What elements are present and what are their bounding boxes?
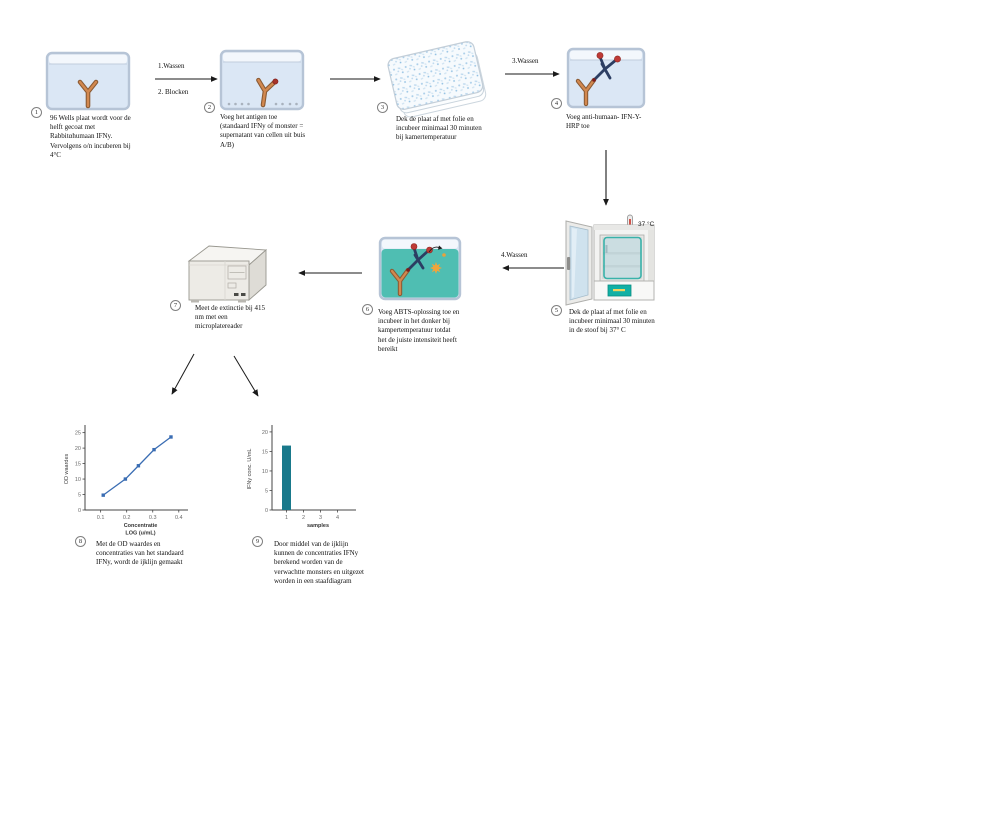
step-number: 7: [173, 302, 178, 309]
svg-text:15: 15: [262, 449, 268, 455]
step-badge-9: 9: [252, 536, 263, 547]
svg-text:5: 5: [78, 493, 81, 499]
incubator-body: [593, 224, 655, 301]
step-badge-8: 8: [75, 536, 86, 547]
arrow-step7-to-step8: [171, 353, 195, 395]
door-handle: [567, 257, 571, 270]
svg-text:0.3: 0.3: [149, 515, 157, 521]
svg-text:10: 10: [262, 469, 268, 475]
arrow-step4-to-step5: [603, 150, 609, 206]
incubator-illustration: [565, 214, 655, 306]
arrow-step1-to-step2: [155, 76, 218, 82]
calibration-line-chart: 0 5 10 15 20 25 0.1 0.2 0.3 0.4 OD waardesConcentr…: [64, 425, 188, 537]
step-caption-9: Door middel van de ijklijn kunnen de con…: [274, 540, 364, 585]
capture-antibody-icon: [389, 267, 411, 297]
step-caption-6: Voeg ABTS-oplossing toe en incubeer in h…: [378, 308, 460, 353]
temperature-label: 37 °C: [638, 221, 655, 228]
svg-text:5: 5: [265, 488, 268, 494]
svg-text:25: 25: [75, 431, 81, 437]
svg-text:0.2: 0.2: [123, 515, 131, 521]
step-number: 6: [365, 306, 370, 313]
antigen-icon: [272, 78, 279, 85]
coated-well-illustration: [45, 51, 131, 111]
step-number: 9: [255, 538, 260, 545]
svg-text:IFNy conc. U/mL: IFNy conc. U/mL: [247, 449, 253, 490]
hrp-antibody-icon: [592, 52, 621, 82]
svg-text:10: 10: [75, 477, 81, 483]
svg-text:LOG (u/mL): LOG (u/mL): [125, 531, 155, 537]
wash-label-1: 1.Wassen: [158, 62, 185, 70]
svg-text:samples: samples: [307, 523, 329, 529]
block-label: 2. Blocken: [158, 88, 189, 96]
step-badge-3: 3: [377, 102, 388, 113]
step-caption-1: 96 Wells plaat wordt voor de helft gecoa…: [50, 114, 131, 159]
samples-bar-chart: 0 5 10 15 20 1 2 3 4 IFNy conc. U/mL samples: [247, 425, 356, 529]
color-reaction: [428, 245, 446, 274]
hrp-antibody-icon: [406, 243, 433, 272]
svg-text:0: 0: [265, 508, 268, 514]
svg-text:20: 20: [75, 446, 81, 452]
bound-antigen-icon: [406, 268, 410, 272]
step-badge-4: 4: [551, 98, 562, 109]
svg-text:4: 4: [336, 515, 339, 521]
step-number: 8: [78, 538, 83, 545]
arrow-step6-to-step7: [298, 270, 362, 276]
step-number: 4: [554, 100, 559, 107]
step-number: 2: [207, 104, 212, 111]
svg-text:OD waardes: OD waardes: [64, 453, 70, 484]
reader-button: [234, 293, 239, 296]
svg-text:0: 0: [78, 508, 81, 514]
svg-text:3: 3: [319, 515, 322, 521]
hrp-enzyme-icon: [410, 243, 418, 250]
inner-glass-door: [603, 236, 642, 280]
svg-text:1: 1: [285, 515, 288, 521]
svg-text:20: 20: [262, 430, 268, 436]
step-caption-7: Meet de extinctie bij 415 nm met een mic…: [195, 304, 265, 331]
hrp-enzyme-icon: [614, 55, 621, 63]
step-badge-5: 5: [551, 305, 562, 316]
reader-panel: [227, 265, 247, 280]
step-badge-2: 2: [204, 102, 215, 113]
step-caption-3: Dek de plaat af met folie en incubeer mi…: [396, 115, 482, 142]
blocking-dots: [227, 102, 298, 106]
antigen-well-illustration: [219, 49, 305, 111]
arrow-step2-to-step3: [330, 76, 381, 82]
svg-text:15: 15: [75, 462, 81, 468]
wash-label-4: 4.Wassen: [501, 251, 528, 259]
step-number: 3: [380, 104, 385, 111]
step-badge-7: 7: [170, 300, 181, 311]
foil-speckle-surface: [387, 41, 484, 110]
svg-text:2: 2: [302, 515, 305, 521]
capture-antibody-icon: [77, 79, 99, 109]
hrp-enzyme-icon: [596, 52, 604, 59]
svg-text:0.1: 0.1: [97, 515, 105, 521]
step-caption-5: Dek de plaat af met folie en incubeer mi…: [569, 308, 655, 335]
step-badge-6: 6: [362, 304, 373, 315]
arrow-step5-to-step6: [502, 265, 564, 271]
step-number: 1: [34, 109, 39, 116]
step-badge-1: 1: [31, 107, 42, 118]
reader-tray-slot: [227, 282, 237, 289]
hrp-enzyme-icon: [426, 246, 433, 254]
microplate-reader-illustration: [187, 245, 268, 303]
abts-dot-icon: [442, 253, 446, 257]
svg-text:Concentratie: Concentratie: [124, 523, 158, 529]
abts-well-illustration: [378, 236, 462, 301]
step-caption-2: Voeg het antigen toe (standaard IFNy of …: [220, 113, 306, 149]
abts-star-icon: [430, 262, 442, 274]
wash-label-3: 3.Wassen: [512, 57, 539, 65]
antibody-with-antigen-icon: [256, 77, 279, 108]
hrp-conjugate-well-illustration: [566, 47, 646, 109]
step-number: 5: [554, 307, 559, 314]
capture-antibody-icon: [575, 77, 597, 107]
foil-covered-plate-illustration: [387, 41, 487, 118]
arrow-step3-to-step4: [505, 71, 560, 77]
incubator-door: [565, 220, 593, 306]
svg-text:0.4: 0.4: [175, 515, 183, 521]
step-caption-4: Voeg anti-humaan- IFN-Y-HRP toe: [566, 113, 642, 131]
reader-button: [241, 293, 246, 296]
arrow-step7-to-step9: [233, 355, 259, 397]
bound-antigen-icon: [592, 78, 596, 82]
step-caption-8: Met de OD waardes en concentraties van h…: [96, 540, 184, 567]
